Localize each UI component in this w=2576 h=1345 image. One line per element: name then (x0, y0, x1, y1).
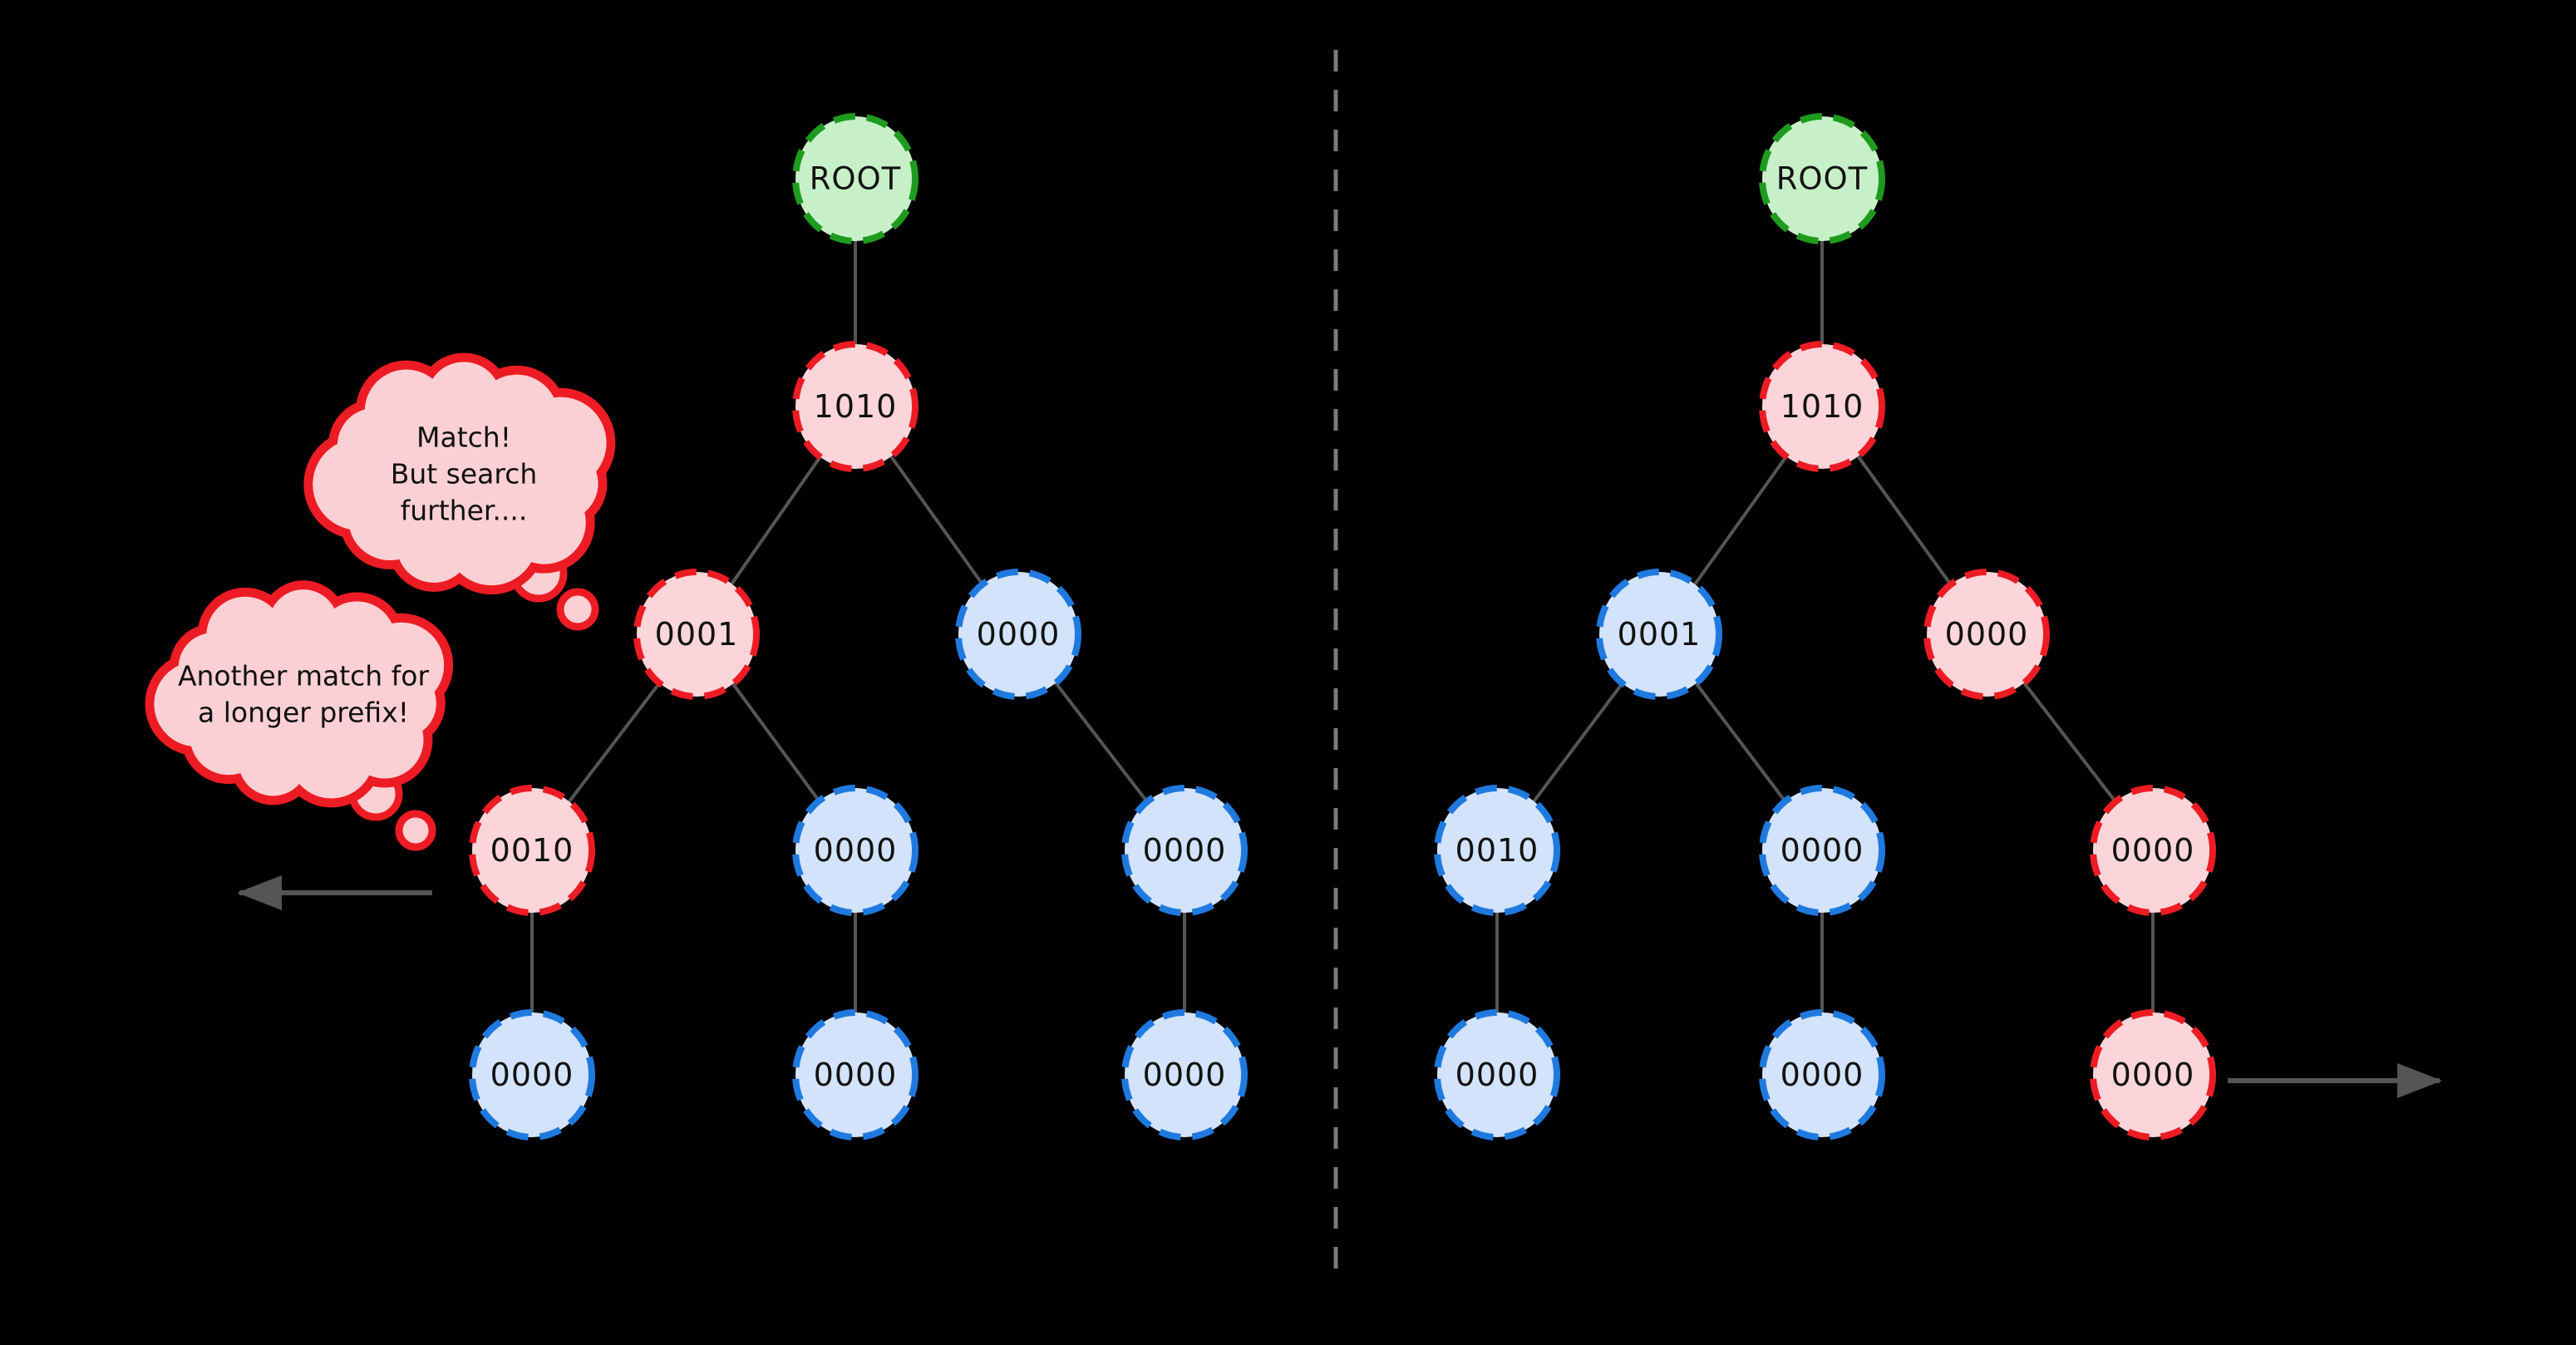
tree-edge (889, 455, 984, 586)
node-label: 0000 (1781, 1057, 1864, 1093)
trie-node-0010[interactable]: 0010 (469, 785, 595, 916)
node-label: ROOT (1776, 161, 1869, 197)
node-ellipse[interactable] (633, 569, 760, 700)
speech-bubble-line: further.... (401, 495, 528, 527)
node-ellipse[interactable] (792, 785, 919, 916)
speech-bubble-tail-2 (556, 588, 599, 631)
node-label: 0000 (814, 832, 898, 869)
trie-node-root[interactable]: ROOT (792, 113, 919, 244)
speech-bubble-longer-prefix: Another match for a longer prefix! (145, 580, 454, 851)
node-label: 0000 (1945, 616, 2029, 653)
trie-node-0000[interactable]: 0000 (792, 1009, 919, 1141)
speech-bubble-body (313, 362, 607, 586)
trie-node-1010[interactable]: 1010 (1759, 341, 1885, 472)
node-label: 0001 (655, 616, 739, 653)
trie-node-0000[interactable]: 0000 (955, 569, 1081, 700)
node-label: 0000 (814, 1057, 898, 1093)
speech-bubble-line: But search (391, 458, 538, 490)
node-ellipse[interactable] (1596, 569, 1722, 700)
node-ellipse[interactable] (1759, 113, 1885, 244)
node-ellipse[interactable] (792, 113, 919, 244)
node-ellipse[interactable] (1759, 785, 1885, 916)
node-label: 0010 (1455, 832, 1539, 869)
trie-node-0000[interactable]: 0000 (792, 785, 919, 916)
tree-edge (730, 455, 822, 586)
speech-bubble-match-search-further: Match! But search further.... (303, 352, 616, 631)
tree-edge (1694, 681, 1787, 804)
node-ellipse[interactable] (1759, 1009, 1885, 1141)
node-ellipse[interactable] (1434, 1009, 1560, 1141)
node-label: 0000 (1781, 832, 1864, 869)
trie-node-0000[interactable]: 0000 (1121, 785, 1248, 916)
node-label: ROOT (810, 161, 902, 197)
speech-bubble-layer: Match! But search further.... Another match… (145, 352, 616, 851)
node-ellipse[interactable] (792, 341, 919, 472)
node-label: 0000 (2111, 1057, 2195, 1093)
tree-edge (567, 681, 662, 804)
trie-node-1010[interactable]: 1010 (792, 341, 919, 472)
trie-node-0000[interactable]: 0000 (1759, 1009, 1885, 1141)
tree-edge (731, 682, 821, 803)
arrow-layer (237, 875, 2442, 1098)
trie-node-0000[interactable]: 0000 (2090, 785, 2216, 916)
node-label: 0000 (977, 616, 1061, 653)
node-layer: ROOT 1010 0001 0000 0010 0000 0000 0000 0000 0000… (469, 113, 2216, 1141)
edge-layer (530, 239, 2155, 1014)
tree-edge (2022, 681, 2117, 804)
tree-edge (1054, 681, 1149, 804)
node-label: 0000 (1455, 1057, 1539, 1093)
tree-edge (1532, 682, 1624, 803)
trie-node-0000[interactable]: 0000 (1923, 569, 2050, 700)
node-ellipse[interactable] (2090, 1009, 2216, 1141)
node-ellipse[interactable] (1121, 1009, 1248, 1141)
speech-bubble-line: Match! (416, 421, 511, 454)
speech-bubble-line: a longer prefix! (198, 697, 409, 729)
tree-edge (1856, 454, 1953, 587)
speech-bubble-tail-2 (395, 810, 436, 851)
node-label: 0000 (1143, 832, 1227, 869)
node-ellipse[interactable] (1121, 785, 1248, 916)
trie-node-0010[interactable]: 0010 (1434, 785, 1560, 916)
trie-node-0000[interactable]: 0000 (469, 1009, 595, 1141)
trie-node-0001[interactable]: 0001 (1596, 569, 1722, 700)
node-label: 1010 (1781, 388, 1864, 425)
trie-node-0000[interactable]: 0000 (1121, 1009, 1248, 1141)
node-ellipse[interactable] (792, 1009, 919, 1141)
node-ellipse[interactable] (955, 569, 1081, 700)
node-ellipse[interactable] (469, 1009, 595, 1141)
trie-node-0000[interactable]: 0000 (2090, 1009, 2216, 1141)
node-label: 0001 (1618, 616, 1702, 653)
trie-node-0000[interactable]: 0000 (1434, 1009, 1560, 1141)
node-ellipse[interactable] (469, 785, 595, 916)
node-label: 0000 (1143, 1057, 1227, 1093)
node-label: 0000 (490, 1057, 574, 1093)
node-ellipse[interactable] (1923, 569, 2050, 700)
trie-node-0001[interactable]: 0001 (633, 569, 760, 700)
trie-node-0000[interactable]: 0000 (1759, 785, 1885, 916)
node-label: 0000 (2111, 832, 2195, 869)
node-label: 0010 (490, 832, 574, 869)
speech-bubble-body (154, 589, 445, 799)
speech-bubble-line: Another match for (178, 660, 430, 692)
tree-edge (1693, 455, 1788, 586)
trie-node-root[interactable]: ROOT (1759, 113, 1885, 244)
node-ellipse[interactable] (1759, 341, 1885, 472)
node-ellipse[interactable] (1434, 785, 1560, 916)
node-ellipse[interactable] (2090, 785, 2216, 916)
node-label: 1010 (814, 388, 898, 425)
